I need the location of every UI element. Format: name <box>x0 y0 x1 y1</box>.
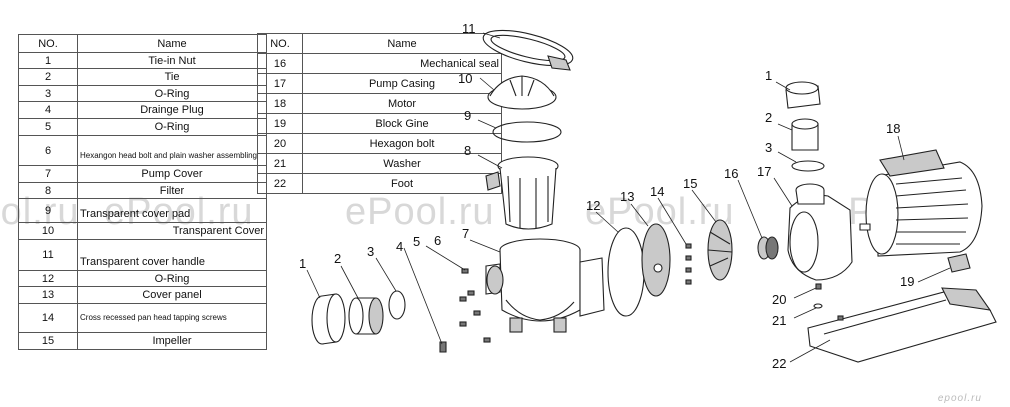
callout-1: 1 <box>299 256 306 271</box>
callout-10: 10 <box>458 71 472 86</box>
part-number: 18 <box>257 93 303 114</box>
part-7-pump-cover <box>485 238 605 333</box>
watermark: ePool.ru <box>345 191 495 233</box>
part-name: Transparent cover handle <box>77 239 267 271</box>
part-name: O-Ring <box>77 270 267 287</box>
callout-7: 7 <box>462 226 469 241</box>
callout-3-right: 3 <box>765 140 772 155</box>
callout-1-right: 1 <box>765 68 772 83</box>
part-21-washer <box>813 303 823 309</box>
leader-lines <box>306 32 951 363</box>
part-22-foot <box>807 287 997 363</box>
part-3-o-ring <box>388 290 406 320</box>
callout-3: 3 <box>367 244 374 259</box>
part-name: Drainge Plug <box>77 101 267 119</box>
part-2-tie <box>348 297 384 335</box>
callout-13: 13 <box>620 189 634 204</box>
callout-16: 16 <box>724 166 738 181</box>
part-10-transparent-cover <box>487 75 557 110</box>
part-1-tie-in-nut <box>311 293 346 345</box>
callout-21: 21 <box>772 313 786 328</box>
part-name: O-Ring <box>77 118 267 136</box>
part-name: Cover panel <box>77 286 267 304</box>
part-name: Motor <box>302 93 502 114</box>
callout-6: 6 <box>434 233 441 248</box>
part-6-bolts <box>459 268 491 343</box>
part-9-cover-pad <box>492 121 562 143</box>
header-name: Name <box>77 34 267 53</box>
callout-5: 5 <box>413 234 420 249</box>
part-11-handle <box>482 29 574 71</box>
callout-11: 11 <box>462 21 476 36</box>
table-header-row: NO. Name <box>18 34 267 53</box>
callout-20: 20 <box>772 292 786 307</box>
part-1-tie-in-nut-right <box>785 81 821 109</box>
callout-15: 15 <box>683 176 697 191</box>
part-14-screws <box>685 243 692 285</box>
callout-2: 2 <box>334 251 341 266</box>
part-17-pump-casing <box>787 183 853 281</box>
callout-22: 22 <box>772 356 786 371</box>
part-name: Foot <box>302 173 502 194</box>
part-16-mechanical-seal <box>757 236 779 260</box>
part-3-o-ring-right <box>791 160 825 172</box>
callout-4: 4 <box>396 239 403 254</box>
part-19-block <box>947 253 971 273</box>
part-4-drain-plug <box>439 341 447 353</box>
part-8-filter-basket <box>485 156 559 230</box>
callout-12: 12 <box>586 198 600 213</box>
callout-17: 17 <box>757 164 771 179</box>
callout-8: 8 <box>464 143 471 158</box>
part-name: Impeller <box>77 332 267 350</box>
part-name: Hexagon bolt <box>302 133 502 154</box>
callout-9: 9 <box>464 108 471 123</box>
part-12-o-ring <box>607 227 645 317</box>
part-2-tie-right <box>791 118 819 151</box>
part-number: 22 <box>257 173 303 194</box>
part-number: 15 <box>18 332 78 350</box>
part-15-impeller <box>707 219 733 281</box>
callout-14: 14 <box>650 184 664 199</box>
site-logo: epool.ru <box>937 393 982 404</box>
part-13-cover-panel <box>641 223 671 297</box>
part-18-motor <box>859 149 983 257</box>
part-20-hexagon-bolt <box>815 283 822 290</box>
callout-18: 18 <box>886 121 900 136</box>
callout-2-right: 2 <box>765 110 772 125</box>
callout-19: 19 <box>900 274 914 289</box>
table-header-row: NO. Name <box>257 33 502 54</box>
